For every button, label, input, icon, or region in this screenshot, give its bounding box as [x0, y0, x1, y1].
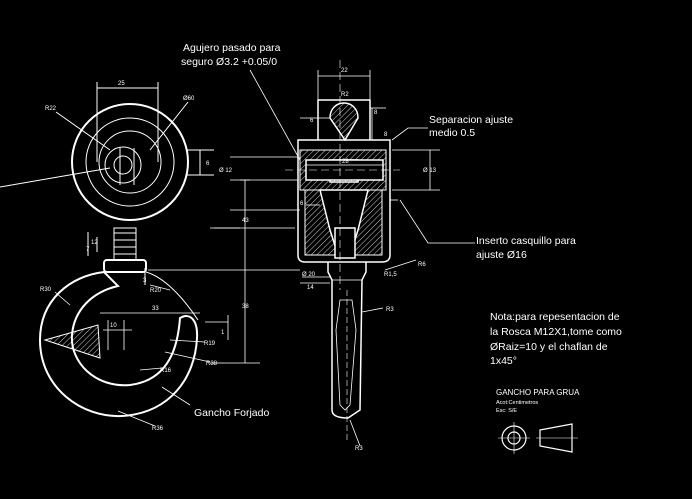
dim-33: 33 — [152, 306, 159, 312]
forged-hook-body — [38, 270, 199, 418]
hole-note-line2: seguro Ø3.2 +0.05/0 — [181, 56, 277, 68]
dim-r3b: R3 — [355, 446, 363, 452]
dim-r3: R3 — [386, 307, 394, 313]
gap-note-line1: Separacion ajuste — [429, 114, 513, 126]
hole-note-line1: Agujero pasado para — [183, 42, 281, 54]
nota-line4: 1x45° — [490, 355, 517, 367]
pulley-section-view — [297, 99, 391, 263]
dimension-texts: 25 R22 Ø60 6 Ø 12 Ø 13 43 12 7 3 R30 R20… — [40, 68, 437, 452]
long-hook-section — [285, 60, 400, 440]
dim-3: 3 — [143, 278, 147, 284]
dim-r19: R19 — [204, 341, 216, 347]
dim-r22: R22 — [45, 106, 57, 112]
forged-hook-label: Gancho Forjado — [194, 407, 269, 419]
section-dimension-lines — [300, 70, 440, 447]
dim-d60: Ø60 — [183, 96, 195, 102]
dim-14: 14 — [307, 285, 314, 291]
note-texts: Agujero pasado para seguro Ø3.2 +0.05/0 … — [181, 42, 622, 419]
dim-r6: R6 — [418, 262, 426, 268]
pulley-front-view — [0, 82, 214, 221]
nota-line2: la Rosca M12X1,tome como — [490, 326, 622, 338]
hook-shank — [87, 227, 147, 285]
dim-r30: R30 — [40, 287, 52, 293]
dim-10: 10 — [110, 323, 117, 329]
dim-r15: R1,5 — [384, 272, 397, 278]
center-extension-lines — [148, 156, 300, 364]
dim-28: 28 — [342, 159, 349, 165]
dim-d12: Ø 12 — [219, 168, 233, 174]
dim-38: 38 — [242, 304, 249, 310]
dim-d13: Ø 13 — [423, 168, 437, 174]
dim-12b: 12 — [91, 240, 98, 246]
dim-r20: R20 — [150, 288, 162, 294]
title-block-texts: GANCHO PARA GRUA Acot:Centimetros Esc: S… — [496, 388, 580, 414]
dim-6b: 6 — [310, 118, 314, 124]
gap-note-line2: medio 0.5 — [429, 127, 475, 139]
title-block-scale: Esc: S/E — [496, 408, 517, 414]
nota-line1: Nota:para repesentacion de — [490, 311, 620, 323]
title-block-title: GANCHO PARA GRUA — [496, 388, 580, 397]
dim-r38: R38 — [206, 361, 218, 367]
title-block-icons — [498, 422, 578, 454]
nota-line3: ØRaiz=10 y el chaflan de — [490, 341, 608, 353]
dim-r2: R2 — [341, 92, 349, 98]
dim-8b: 8 — [384, 132, 388, 138]
title-block-units: Acot:Centimetros — [496, 400, 538, 406]
dim-6a: 6 — [206, 161, 210, 167]
insert-note-line2: ajuste Ø16 — [476, 249, 527, 261]
insert-note-line1: Inserto casquillo para — [476, 235, 576, 247]
dim-22: 22 — [341, 68, 348, 74]
dim-1: 1 — [221, 330, 225, 336]
dim-7: 7 — [86, 247, 90, 253]
dim-r16: R16 — [160, 368, 172, 374]
dim-8: 8 — [374, 110, 378, 116]
dim-6c: 6 — [300, 201, 304, 207]
dim-r36: R36 — [152, 426, 164, 432]
dim-43: 43 — [242, 218, 249, 224]
leader-lines — [249, 69, 475, 244]
dim-25: 25 — [118, 81, 125, 87]
dim-d20: Ø 20 — [302, 272, 316, 278]
hook-dimension-lines — [54, 227, 240, 427]
